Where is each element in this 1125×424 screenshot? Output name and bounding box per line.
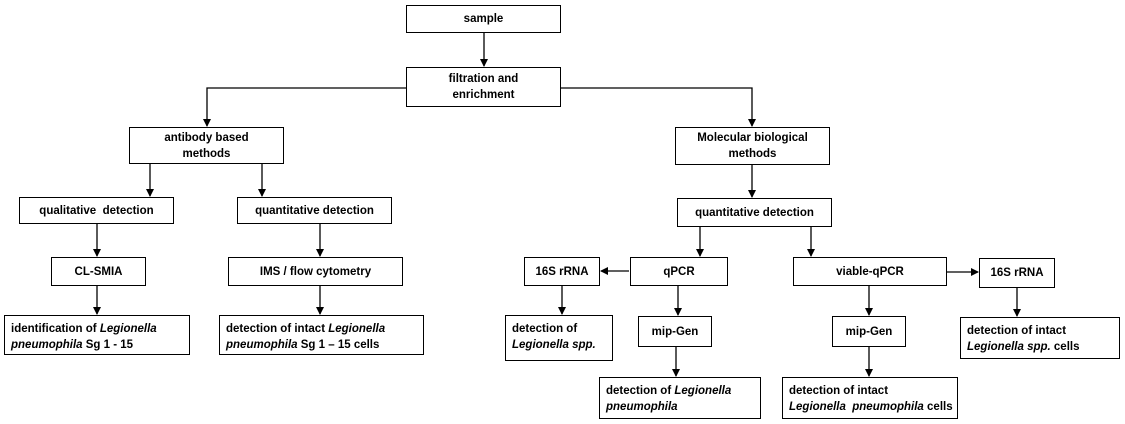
qualitative-label: qualitative detection [39, 204, 154, 217]
detection-intact-prefix: detection of intact [226, 323, 329, 335]
molecular-label-line1: Molecular biological [697, 132, 808, 144]
identification-species: Legionella pneumophila [11, 323, 157, 351]
spp-intact-prefix: detection of intact [967, 325, 1067, 337]
sample-box: sample [406, 5, 561, 33]
ims-flow-cytometry-box: IMS / flow cytometry [228, 257, 403, 286]
identification-prefix: identification of [11, 323, 100, 335]
antibody-methods-box: antibody based methods [129, 127, 284, 164]
pneumophila-intact-suffix: cells [923, 401, 953, 413]
pneumophila-detection-prefix: detection of [606, 385, 675, 397]
spp-intact-suffix: cells [1050, 341, 1080, 353]
ims-label: IMS / flow cytometry [259, 265, 372, 278]
filtration-label-line1: filtration and [448, 73, 519, 85]
qualitative-detection-box: qualitative detection [19, 197, 174, 224]
detection-intact-suffix: Sg 1 – 15 cells [297, 339, 380, 351]
spp-detection-prefix: detection of [512, 323, 578, 335]
mip-gen-left-label: mip-Gen [651, 325, 699, 338]
arrow-filtration-to-molecular [561, 87, 756, 127]
quantitative-antibody-label: quantitative detection [255, 204, 374, 217]
clsmia-label: CL-SMIA [74, 265, 123, 278]
spp-detection-species: Legionella spp. [512, 339, 596, 351]
detection-intact-species: Legionella pneumophila [226, 323, 386, 351]
pneumophila-detection-genus: Legionella [674, 385, 732, 397]
detection-intact-antibody-box: detection of intact Legionella pneumophi… [219, 315, 424, 355]
quantitative-molecular-label: quantitative detection [695, 206, 814, 219]
pneumophila-detection-box: detection of Legionella pneumophila [599, 377, 761, 419]
arrow-filtration-to-antibody [203, 87, 406, 127]
16s-rrna-right-label: 16S rRNA [990, 267, 1044, 279]
molecular-label-line2: methods [728, 148, 777, 160]
viable-qpcr-box: viable-qPCR [793, 257, 947, 286]
spp-intact-species: Legionella spp. [967, 341, 1051, 353]
molecular-methods-box: Molecular biological methods [675, 127, 830, 165]
viable-qpcr-label: viable-qPCR [836, 265, 904, 278]
pneumophila-intact-species: Legionella pneumophila [789, 401, 924, 413]
antibody-label-line1: antibody based [164, 131, 249, 144]
qpcr-box: qPCR [630, 257, 728, 286]
mip-gen-right-label: mip-Gen [845, 325, 893, 338]
pneumophila-detection-species: pneumophila [606, 401, 678, 413]
clsmia-box: CL-SMIA [51, 257, 146, 286]
filtration-label-line2: enrichment [452, 89, 515, 101]
16s-rrna-left-box: 16S rRNA [524, 257, 600, 286]
filtration-box: filtration and enrichment [406, 67, 561, 107]
16s-rrna-right-box: 16S rRNA [979, 258, 1055, 288]
quantitative-detection-molecular-box: quantitative detection [677, 198, 832, 227]
quantitative-detection-antibody-box: quantitative detection [237, 197, 392, 224]
sample-label: sample [463, 13, 504, 25]
pneumophila-intact-prefix: detection of intact [789, 385, 889, 397]
spp-detection-box: detection of Legionella spp. [505, 315, 613, 361]
mip-gen-left-box: mip-Gen [638, 316, 712, 347]
identification-box: identification of Legionella pneumophila… [4, 315, 190, 355]
qpcr-label: qPCR [663, 265, 695, 278]
16s-rrna-left-label: 16S rRNA [535, 265, 589, 278]
identification-suffix: Sg 1 - 15 [82, 339, 134, 351]
antibody-label-line2: methods [182, 147, 231, 160]
mip-gen-right-box: mip-Gen [832, 316, 906, 347]
